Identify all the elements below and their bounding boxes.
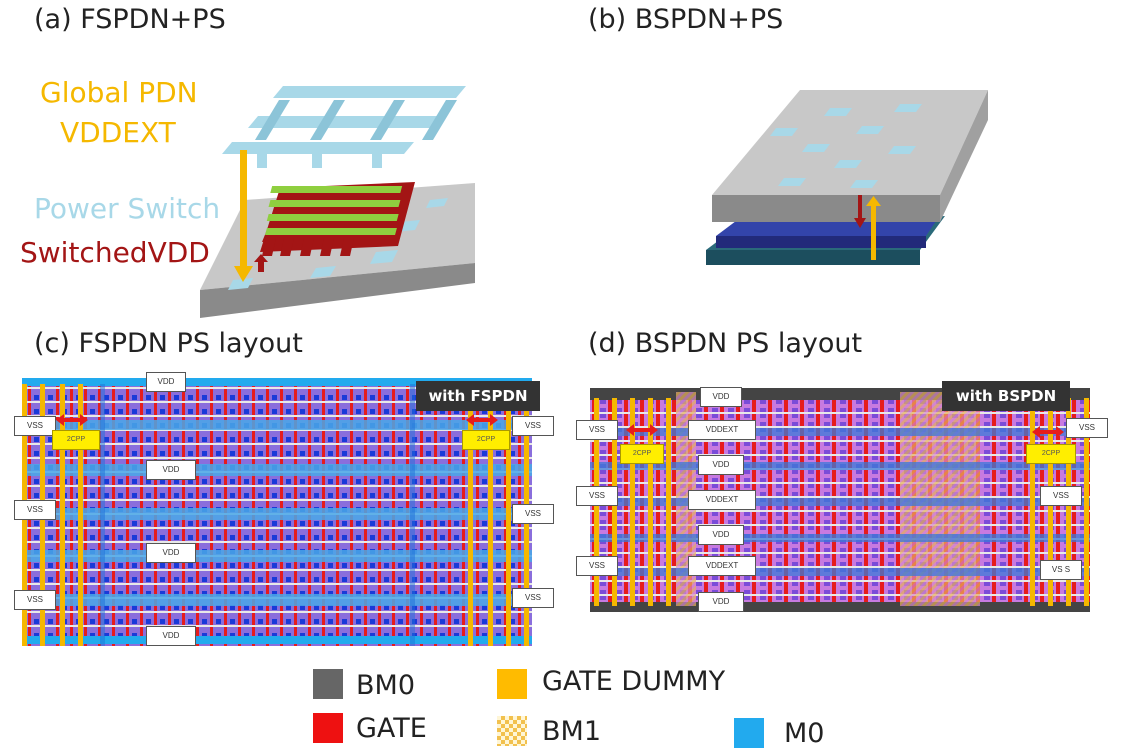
legend-label-bm0: BM0 <box>356 670 415 701</box>
vss-label: VSS <box>1040 486 1082 506</box>
vss-label: VSS <box>576 486 618 506</box>
cell-2cpp-left: 2CPP <box>620 444 664 464</box>
legend-label-m0: M0 <box>784 718 825 749</box>
bspdn-badge: with BSPDN <box>942 381 1070 411</box>
vss-label: VSS <box>512 416 554 436</box>
vdd-label: VDD <box>146 460 196 480</box>
fspdn-badge: with FSPDN <box>416 381 540 411</box>
vdd-label: VDD <box>146 372 186 392</box>
vddext-label: VDDEXT <box>60 116 176 149</box>
switched-vdd-label: SwitchedVDD <box>20 236 210 269</box>
vddext-label: VDDEXT <box>688 556 756 576</box>
legend-label-bm1: BM1 <box>542 716 601 747</box>
legend-swatch-bm1 <box>497 716 527 746</box>
vddext-label: VDDEXT <box>688 490 756 510</box>
vdd-label: VDD <box>698 592 744 612</box>
vss-label: VSS <box>1066 418 1108 438</box>
panel-c-title: (c) FSPDN PS layout <box>34 328 303 359</box>
vss-label: VS S <box>1040 560 1082 580</box>
vdd-label: VDD <box>698 455 744 475</box>
vss-label: VSS <box>14 500 56 520</box>
global-pdn-label: Global PDN <box>40 76 198 109</box>
vss-label: VSS <box>14 416 56 436</box>
cell-2cpp-right: 2CPP <box>1026 444 1076 464</box>
legend-swatch-gate <box>313 713 343 743</box>
power-switch-label: Power Switch <box>34 192 221 225</box>
legend-label-gate: GATE <box>356 713 427 744</box>
vdd-label: VDD <box>700 387 742 407</box>
legend-swatch-bm0 <box>313 669 343 699</box>
cell-2cpp-left: 2CPP <box>52 430 100 450</box>
vdd-label: VDD <box>146 626 196 646</box>
vddext-label: VDDEXT <box>688 420 756 440</box>
legend-label-gate-dummy: GATE DUMMY <box>542 666 726 697</box>
legend-swatch-m0 <box>734 718 764 748</box>
cell-2cpp-right: 2CPP <box>462 430 510 450</box>
legend-swatch-gate-dummy <box>497 669 527 699</box>
vdd-label: VDD <box>146 543 196 563</box>
vss-label: VSS <box>14 590 56 610</box>
vss-label: VSS <box>576 556 618 576</box>
vss-label: VSS <box>512 504 554 524</box>
panel-b-title: (b) BSPDN+PS <box>588 4 784 35</box>
vss-label: VSS <box>512 588 554 608</box>
panel-a-title: (a) FSPDN+PS <box>34 4 226 35</box>
vss-label: VSS <box>576 420 618 440</box>
panel-d-title: (d) BSPDN PS layout <box>588 328 863 359</box>
vdd-label: VDD <box>698 525 744 545</box>
